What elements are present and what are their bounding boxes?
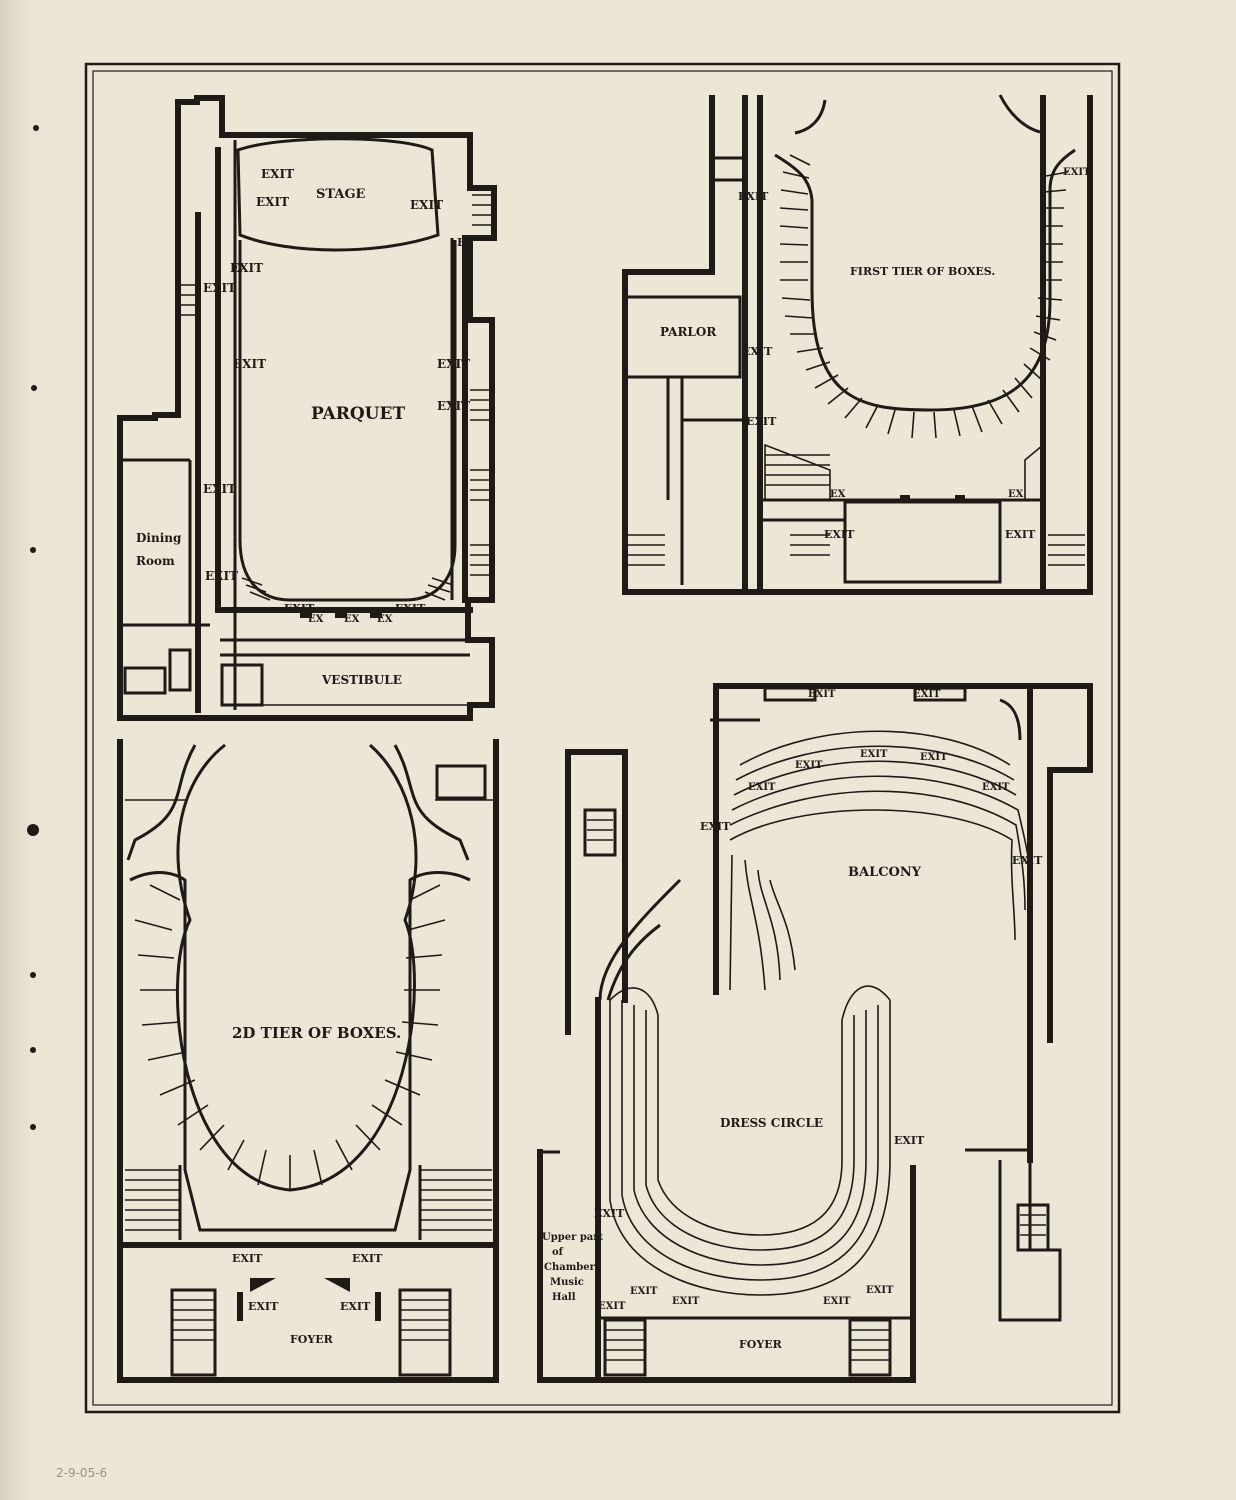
- exit-label: EXIT: [594, 1207, 625, 1220]
- exit-label: EXIT: [860, 749, 888, 760]
- exit-label: EXIT: [808, 689, 836, 700]
- balcony-label: BALCONY: [848, 865, 922, 880]
- first-tier-title: FIRST TIER OF BOXES.: [850, 265, 995, 278]
- ex-label: EX: [1008, 489, 1024, 500]
- ex-label: EX: [344, 614, 360, 625]
- dress-circle-label: DRESS CIRCLE: [720, 1116, 823, 1130]
- exit-label: EXIT: [395, 602, 426, 615]
- exit-label: EXIT: [866, 1285, 894, 1296]
- page-border: [84, 62, 1121, 1414]
- foyer-label: FOYER: [739, 1338, 783, 1351]
- exit-label: EXIT: [437, 399, 470, 413]
- second-tier-floor-plan: [117, 739, 499, 1383]
- margin-note: 2-9-05-6: [56, 1466, 108, 1480]
- exit-label: EXIT: [233, 357, 266, 371]
- exit-label: EXIT: [1012, 854, 1043, 867]
- exit-label: EXIT: [410, 198, 443, 212]
- foyer-label: FOYER: [290, 1333, 334, 1346]
- exit-label: EXIT: [352, 1252, 383, 1265]
- stage-label: STAGE: [316, 187, 366, 202]
- first-tier-floor-plan: [622, 94, 1093, 595]
- exit-label: EXIT: [795, 760, 823, 771]
- exit-label: EXIT: [248, 1300, 279, 1313]
- dress-circle-rows: [609, 985, 891, 1296]
- ex-label: EX: [308, 614, 324, 625]
- exit-label: EXIT: [203, 281, 236, 295]
- chamber-hall-label: Upper part: [542, 1232, 604, 1243]
- exit-label: EXIT: [920, 752, 948, 763]
- exit-label: EXIT: [630, 1286, 658, 1297]
- exit-label: EXIT: [437, 357, 470, 371]
- exit-label: EXIT: [1005, 528, 1036, 541]
- parquet-label: PARQUET: [311, 404, 405, 424]
- b-label: B: [457, 236, 466, 249]
- balcony-floor-plan: [537, 683, 1093, 1383]
- parlor-label: PARLOR: [660, 325, 717, 339]
- exit-label: EXIT: [700, 820, 731, 833]
- exit-label: EXIT: [982, 782, 1010, 793]
- binding-spine: [0, 0, 52, 1500]
- exit-label: EXIT: [261, 167, 294, 181]
- exit-label: EXIT: [205, 569, 238, 583]
- exit-label: EXIT: [748, 782, 776, 793]
- exit-label: EXIT: [340, 1300, 371, 1313]
- exit-label: EXIT: [598, 1301, 626, 1312]
- chamber-hall-label-4: Music: [550, 1277, 584, 1288]
- vestibule-label: VESTIBULE: [321, 673, 402, 687]
- parquet-floor-plan: [117, 95, 497, 721]
- exit-label: EXIT: [894, 1134, 925, 1147]
- exit-label: EXIT: [824, 528, 855, 541]
- second-tier-title: 2D TIER OF BOXES.: [232, 1024, 401, 1042]
- exit-label: EXIT: [742, 345, 773, 358]
- exit-label: EXIT: [746, 415, 777, 428]
- second-tier-box-rows: [134, 884, 446, 1190]
- exit-label: EXIT: [256, 195, 289, 209]
- exit-label: EXIT: [738, 190, 769, 203]
- exit-label: EXIT: [284, 602, 315, 615]
- chamber-hall-label-5: Hall: [552, 1292, 576, 1303]
- balcony-labels: BALCONY DRESS CIRCLE FOYER EXIT EXIT EXI…: [542, 689, 1043, 1351]
- second-tier-labels: 2D TIER OF BOXES. EXIT EXIT EXIT EXIT FO…: [232, 1024, 401, 1346]
- exit-label: EXIT: [230, 261, 263, 275]
- exit-label: EXIT: [672, 1296, 700, 1307]
- chamber-hall-label-2: of: [552, 1247, 564, 1258]
- exit-label: EXIT: [203, 482, 236, 496]
- ex-label: EX: [830, 489, 846, 500]
- chamber-hall-label-3: Chamber: [544, 1262, 596, 1273]
- ex-label: EX: [377, 614, 393, 625]
- exit-label: EXIT: [913, 689, 941, 700]
- exit-label: EXIT: [1063, 167, 1091, 178]
- dining-room-label: Dining: [136, 531, 182, 545]
- binding-stitches: [27, 125, 39, 1130]
- dining-room-label-2: Room: [136, 554, 175, 568]
- first-tier-labels: FIRST TIER OF BOXES. PARLOR EXIT EXIT EX…: [660, 167, 1091, 541]
- balcony-rows: [729, 730, 1031, 991]
- first-tier-box-rows: [779, 154, 1069, 439]
- parquet-labels: STAGE PARQUET Dining Room VESTIBULE EXIT…: [136, 167, 470, 687]
- exit-label: EXIT: [823, 1296, 851, 1307]
- exit-label: EXIT: [232, 1252, 263, 1265]
